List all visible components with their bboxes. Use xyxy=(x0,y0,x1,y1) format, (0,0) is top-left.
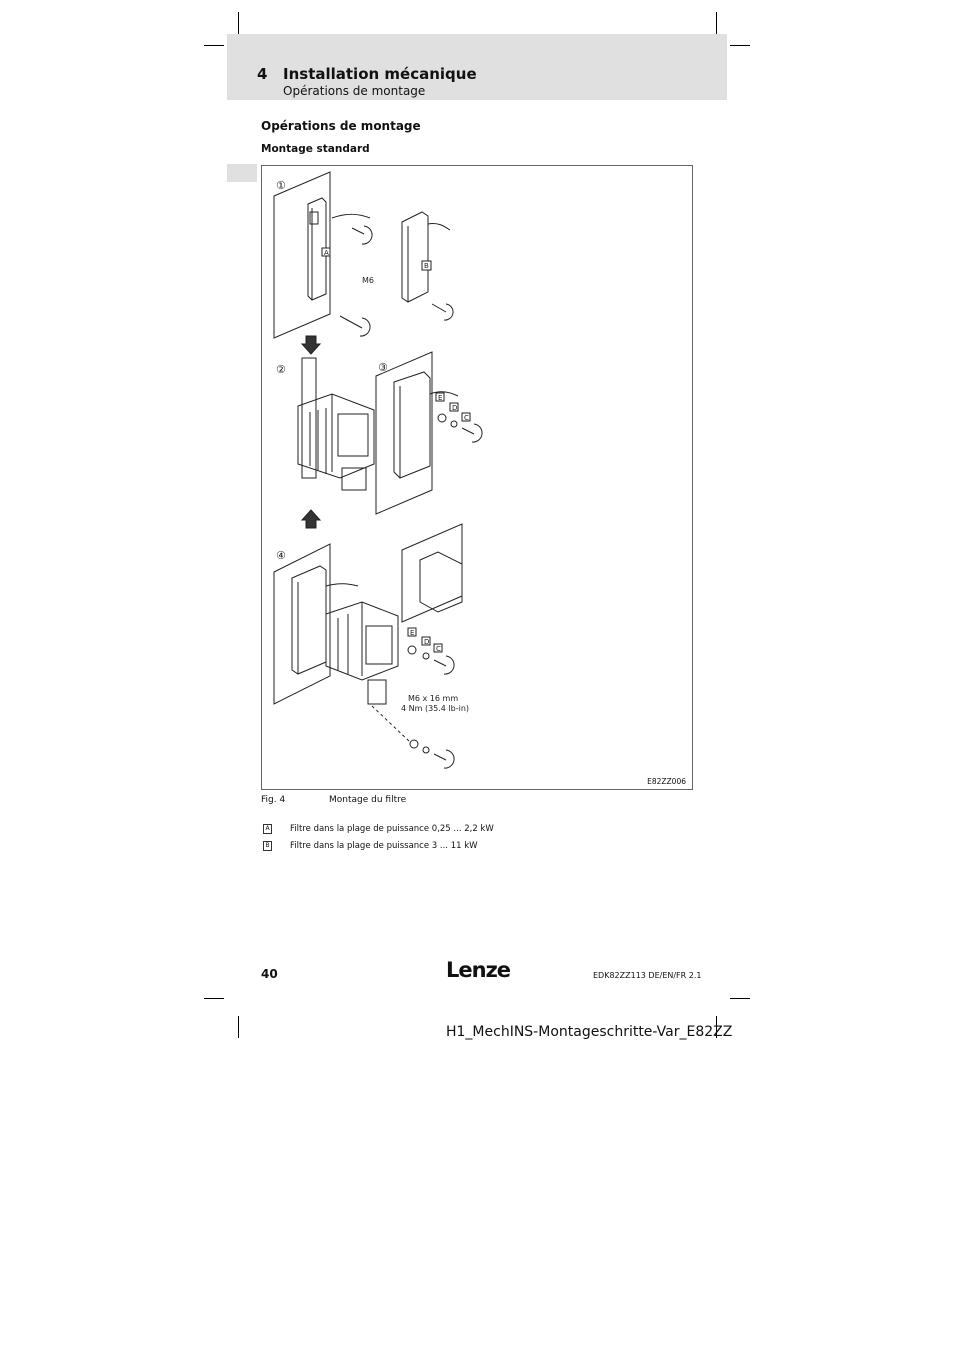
tag-b xyxy=(421,260,432,271)
tag-e xyxy=(435,392,445,402)
mounting-plate-inset xyxy=(401,523,463,623)
tag-c xyxy=(461,412,471,422)
figure-number: Fig. 4 xyxy=(261,795,286,805)
legend-text: Filtre dans la plage de puissance 0,25 .… xyxy=(290,824,494,834)
screw-label: M6 xyxy=(362,276,374,285)
filter-a xyxy=(307,197,327,301)
crop-mark xyxy=(716,1016,717,1038)
lenze-logo: Lenze xyxy=(446,958,511,982)
washer xyxy=(437,413,447,423)
mounting-plate xyxy=(273,171,331,339)
step-label-1: ① xyxy=(276,179,286,192)
section-subheading: Montage standard xyxy=(261,143,370,155)
tag-e xyxy=(407,627,417,637)
screw xyxy=(433,659,447,667)
crop-mark xyxy=(730,998,750,999)
rotation-arrow xyxy=(443,749,455,769)
rotation-arrow xyxy=(471,423,483,443)
tag-c-label: C xyxy=(464,414,469,422)
crop-mark xyxy=(204,998,224,999)
chapter-number: 4 xyxy=(257,65,268,83)
tag-e-label: E xyxy=(438,394,442,402)
screw xyxy=(433,753,447,761)
step-label-4: ④ xyxy=(276,549,286,562)
legend-key: A xyxy=(263,824,272,834)
crop-mark xyxy=(204,45,224,46)
crop-mark xyxy=(238,1016,239,1038)
figure-code: E82ZZ006 xyxy=(647,777,686,786)
washer xyxy=(407,645,417,655)
rotation-arrow xyxy=(359,317,371,337)
arrow-up xyxy=(300,509,322,529)
tag-c-label: C xyxy=(436,645,441,653)
washer xyxy=(409,739,419,749)
chapter-subtitle: Opérations de montage xyxy=(283,84,426,98)
step-label-2: ② xyxy=(276,363,286,376)
screw xyxy=(431,303,447,313)
screw-spec-torque: 4 Nm (35.4 lb-in) xyxy=(401,704,469,713)
figure-title: Montage du filtre xyxy=(329,795,407,805)
tag-d-label: D xyxy=(424,638,429,646)
step-label-3: ③ xyxy=(378,361,388,374)
washer xyxy=(422,652,430,660)
tag-a-label: A xyxy=(324,249,329,257)
screw xyxy=(339,315,363,329)
tag-c xyxy=(433,643,443,653)
legend-text: Filtre dans la plage de puissance 3 ... … xyxy=(290,841,478,851)
mounting-figure: ① A M6 B ② xyxy=(261,165,693,790)
rotation-arrow xyxy=(361,225,373,245)
mounting-illustration: ① A M6 B ② xyxy=(273,171,483,769)
chapter-title: Installation mécanique xyxy=(283,65,477,83)
tag-d xyxy=(449,402,459,412)
filter-cable xyxy=(429,391,459,397)
document-code: EDK82ZZ113 DE/EN/FR 2.1 xyxy=(593,971,702,980)
inverter-inset xyxy=(419,551,463,613)
page-number: 40 xyxy=(261,967,278,981)
arrow-down xyxy=(300,335,322,355)
tag-d xyxy=(421,636,431,646)
side-tab-marker xyxy=(227,164,257,182)
washer xyxy=(422,746,430,754)
screw xyxy=(461,427,475,435)
filter-cable xyxy=(325,583,359,587)
mounting-plate xyxy=(273,543,331,705)
crop-mark xyxy=(238,12,239,34)
rotation-arrow xyxy=(443,303,454,321)
crop-mark xyxy=(730,45,750,46)
tag-a xyxy=(321,247,331,257)
legend-item-a: A Filtre dans la plage de puissance 0,25… xyxy=(263,824,494,835)
screw-spec-size: M6 x 16 mm xyxy=(408,694,458,703)
tag-b-label: B xyxy=(424,262,429,270)
tag-e-label: E xyxy=(410,629,414,637)
chapter-header: 4 Installation mécanique Opérations de m… xyxy=(227,34,727,100)
washer xyxy=(450,420,458,428)
file-name: H1_MechINS-Montageschritte-Var_E82ZZ xyxy=(446,1024,733,1040)
inverter-unit xyxy=(325,601,399,705)
filter-a xyxy=(393,371,431,479)
inverter-unit xyxy=(297,357,375,491)
legend-key: B xyxy=(263,841,272,851)
filter-cable xyxy=(331,213,371,219)
tag-d-label: D xyxy=(452,404,457,412)
mounting-plate xyxy=(375,351,433,515)
crop-mark xyxy=(716,12,717,34)
assembly-line xyxy=(371,705,411,743)
legend-item-b: B Filtre dans la plage de puissance 3 ..… xyxy=(263,841,478,852)
screw xyxy=(351,227,365,235)
rotation-arrow xyxy=(443,655,455,675)
filter-b xyxy=(401,211,451,303)
section-heading: Opérations de montage xyxy=(261,119,421,133)
filter-a xyxy=(291,565,327,675)
